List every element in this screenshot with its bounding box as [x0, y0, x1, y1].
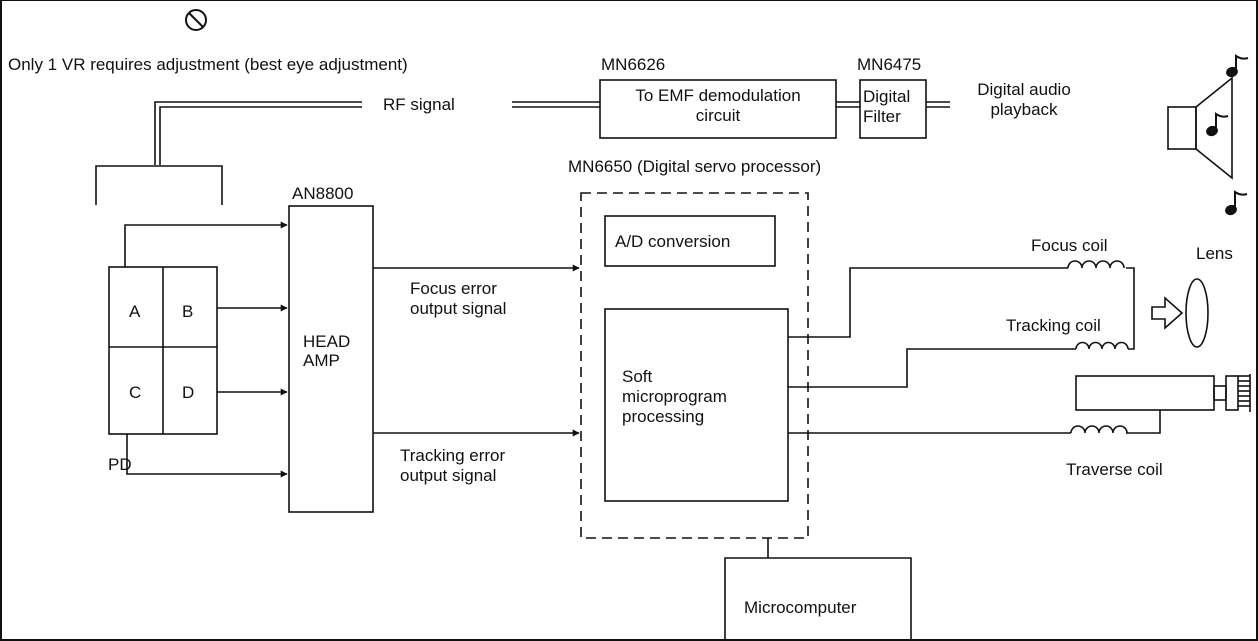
pd-cell-b: B: [182, 302, 193, 321]
traverse-coil-label: Traverse coil: [1066, 460, 1163, 479]
error-signal-arrows: [373, 264, 580, 437]
microcomputer-block: [724, 557, 912, 641]
pd-cell-c: C: [129, 383, 141, 402]
adc-block: [604, 215, 776, 267]
tracking-error-line2: output signal: [400, 466, 496, 485]
photodiode-array: [108, 266, 218, 435]
rf-signal-path: [154, 101, 950, 165]
mn6475-chip-label: MN6475: [857, 55, 921, 74]
focus-error-line1: Focus error: [410, 279, 497, 298]
tracking-error-line1: Tracking error: [400, 446, 506, 465]
pd-cell-a: A: [129, 302, 141, 321]
arrow-right-icon: [1151, 296, 1184, 330]
motor-icon: [1075, 374, 1251, 412]
head-amp-line1: HEAD: [303, 332, 350, 351]
focus-coil-label: Focus coil: [1031, 236, 1108, 255]
digital-filter-block: [859, 79, 927, 139]
prohibited-icon: [185, 9, 207, 31]
focus-error-line2: output signal: [410, 299, 506, 318]
emf-demod-line1: To EMF demodulation: [635, 86, 800, 105]
rf-signal-label: RF signal: [383, 95, 455, 114]
adjustment-note: Only 1 VR requires adjustment (best eye …: [8, 55, 408, 74]
pd-cell-d: D: [182, 383, 194, 402]
speaker-icon: [1167, 76, 1233, 180]
adc-label: A/D conversion: [615, 232, 730, 251]
soft-processing-line1: Soft: [622, 367, 653, 386]
emf-demod-block: [599, 79, 837, 139]
music-note-icon: [1206, 54, 1249, 216]
pd-label: PD: [108, 455, 132, 474]
traverse-coil-icon: [1070, 425, 1128, 434]
head-amp-line2: AMP: [303, 351, 340, 370]
head-amp-block: [288, 205, 374, 513]
soft-processing-line2: microprogram: [622, 387, 727, 406]
microcomputer-label: Microcomputer: [744, 598, 857, 617]
output-line1: Digital audio: [977, 80, 1071, 99]
coil-wiring: [788, 267, 1161, 434]
digital-filter-line2: Filter: [863, 107, 901, 126]
dsp-boundary: [580, 192, 809, 539]
lens-label: Lens: [1196, 244, 1233, 263]
output-line2: playback: [990, 100, 1058, 119]
an8800-chip-label: AN8800: [292, 184, 353, 203]
mn6626-chip-label: MN6626: [601, 55, 665, 74]
soft-processing-block: [604, 308, 789, 502]
lens-icon: [1185, 278, 1209, 348]
tracking-coil-label: Tracking coil: [1006, 316, 1101, 335]
soft-processing-line3: processing: [622, 407, 704, 426]
pd-connections: [124, 221, 288, 478]
focus-coil-icon: [1067, 260, 1125, 269]
emf-demod-line2: circuit: [696, 106, 741, 125]
tracking-coil-icon: [1075, 341, 1129, 350]
dsp-title: MN6650 (Digital servo processor): [568, 157, 821, 176]
digital-filter-line1: Digital: [863, 87, 910, 106]
pickup-bracket: [95, 165, 223, 205]
